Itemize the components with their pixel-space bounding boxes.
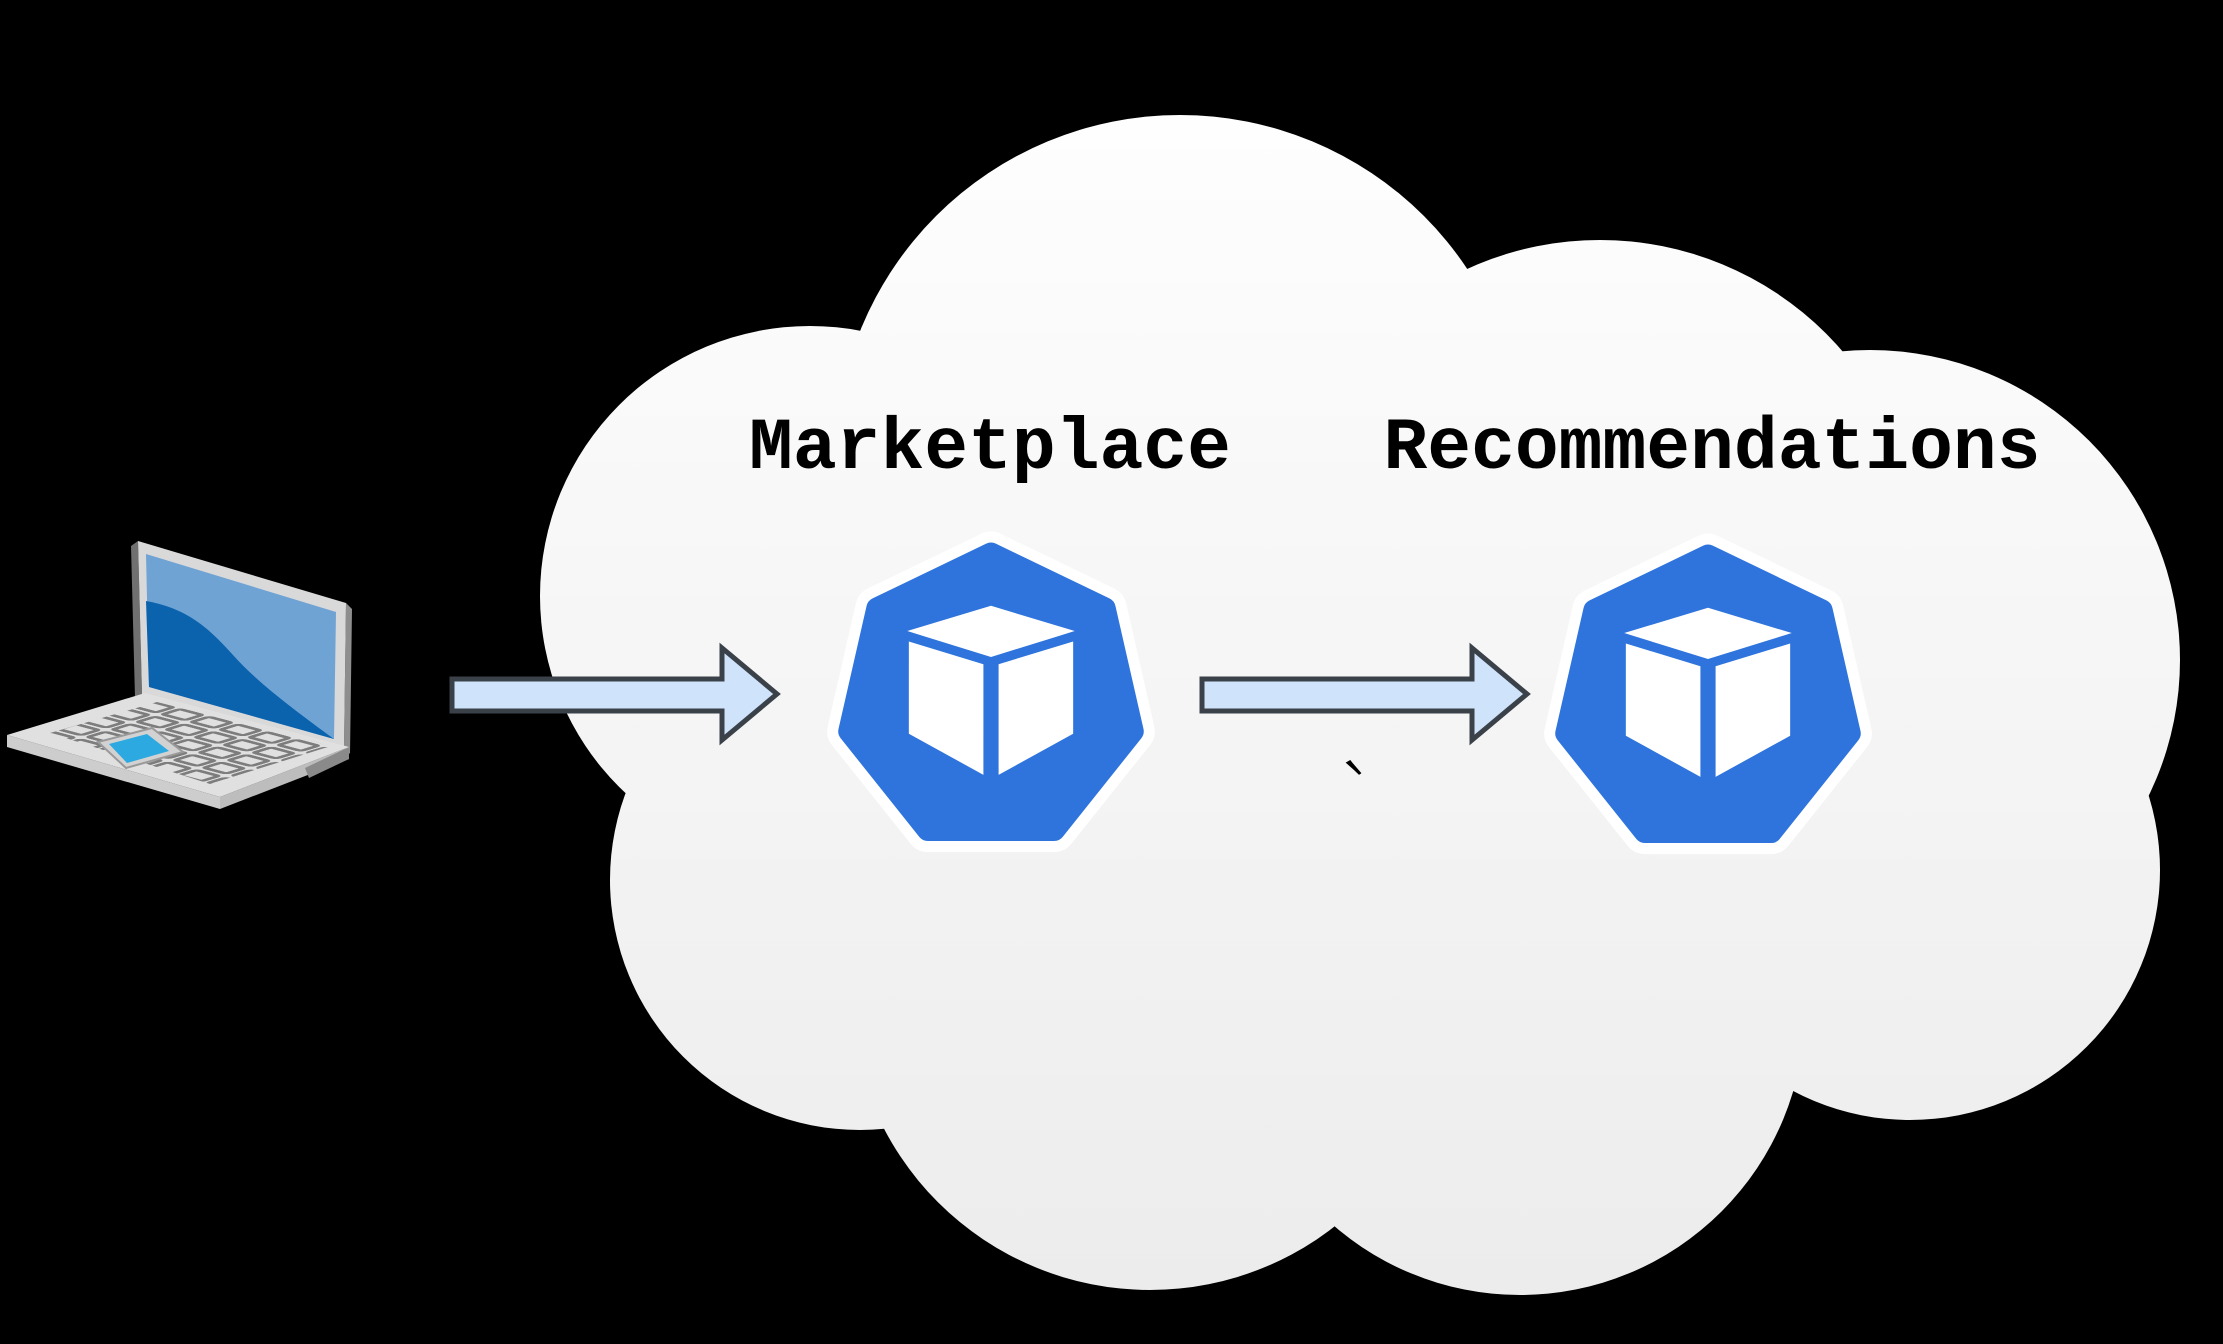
laptop-touchpad — [109, 734, 169, 763]
service-icon-marketplace — [849, 554, 1132, 830]
laptop-keyboard — [50, 702, 331, 784]
laptop-icon — [7, 541, 352, 809]
heptagon-cube-icon — [1566, 556, 1849, 832]
arrow-laptop-to-marketplace — [449, 642, 781, 746]
recommendations-label: Recommendations — [1383, 407, 2040, 490]
arrow-marketplace-to-recommendations — [1199, 642, 1531, 746]
marketplace-label: Marketplace — [749, 407, 1231, 490]
service-icon-recommendations — [1566, 556, 1849, 832]
heptagon-cube-icon — [849, 554, 1132, 830]
